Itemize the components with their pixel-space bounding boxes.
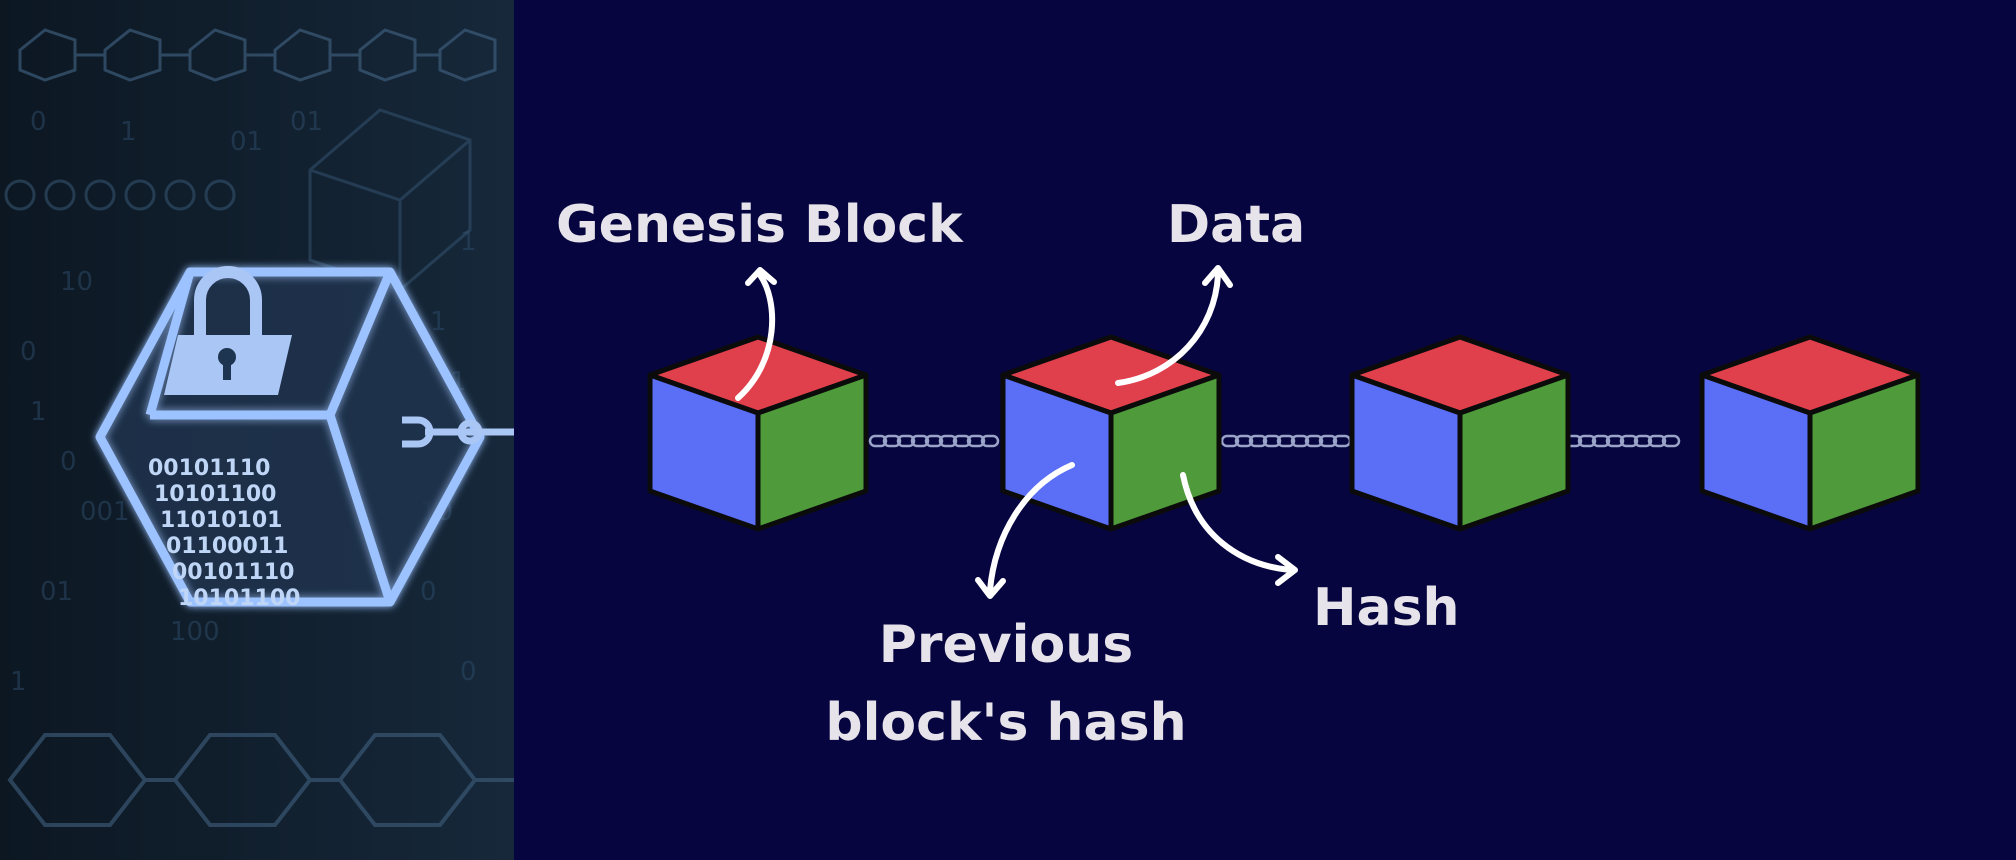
- background-digit: 0: [460, 657, 477, 687]
- background-digit: 001: [80, 497, 130, 527]
- data-label: Data: [1167, 195, 1305, 255]
- block-3-cube: [1352, 337, 1568, 529]
- blockchain-diagram: Genesis Block Data Hash Previous block's…: [514, 0, 2016, 860]
- mid-chain-icon: [4, 179, 236, 211]
- genesis-block-cube: [650, 337, 866, 529]
- bottom-chain-icon: [7, 733, 514, 827]
- background-cube-icon: [308, 108, 472, 292]
- chain-link-icon: [868, 434, 1000, 448]
- data-arrow: [1115, 265, 1233, 386]
- genesis-arrow: [735, 267, 777, 401]
- chain-link-icon: [402, 416, 514, 448]
- background-digit: 1: [120, 117, 137, 147]
- block-4-cube: [1702, 337, 1918, 529]
- background-digit: 01: [40, 577, 73, 607]
- background-digit: 1: [30, 397, 47, 427]
- background-digit: 01: [230, 127, 263, 157]
- genesis-block-label: Genesis Block: [556, 195, 964, 255]
- background-digit: 0: [60, 447, 77, 477]
- background-digit: 1: [430, 307, 447, 337]
- background-digit: 0: [30, 107, 47, 137]
- binary-line: 10101100: [178, 586, 300, 611]
- blockchain-diagram-svg: Genesis Block Data Hash Previous block's…: [556, 195, 2016, 753]
- block-2-cube: [1003, 337, 1219, 529]
- blockchain-illustration: 010110011000110101001010110: [0, 0, 514, 860]
- background-digit: 0: [20, 337, 37, 367]
- background-digit: 1: [10, 667, 27, 697]
- top-chain-icon: [18, 28, 497, 82]
- decorative-side-panel: 010110011000110101001010110: [0, 0, 514, 860]
- background-digit: 100: [170, 617, 220, 647]
- hash-label: Hash: [1313, 578, 1460, 638]
- binary-line: 00101110: [172, 560, 294, 585]
- binary-line: 00101110: [148, 456, 270, 481]
- background-digit: 01: [290, 107, 323, 137]
- binary-line: 10101100: [154, 482, 276, 507]
- binary-line: 01100011: [166, 534, 288, 559]
- padlock-icon: [164, 266, 292, 395]
- previous-hash-label-line2: block's hash: [825, 693, 1186, 753]
- background-digit: 0: [420, 577, 437, 607]
- chain-link-icon: [1563, 434, 1681, 448]
- chain-link-icon: [1220, 434, 1352, 448]
- previous-hash-arrow: [975, 462, 1075, 599]
- binary-data-text: 0010111010101100110101010110001100101110…: [148, 456, 300, 611]
- background-digit: 10: [60, 267, 93, 297]
- binary-line: 11010101: [160, 508, 282, 533]
- previous-hash-label-line1: Previous: [879, 615, 1133, 675]
- hash-arrow: [1180, 472, 1298, 586]
